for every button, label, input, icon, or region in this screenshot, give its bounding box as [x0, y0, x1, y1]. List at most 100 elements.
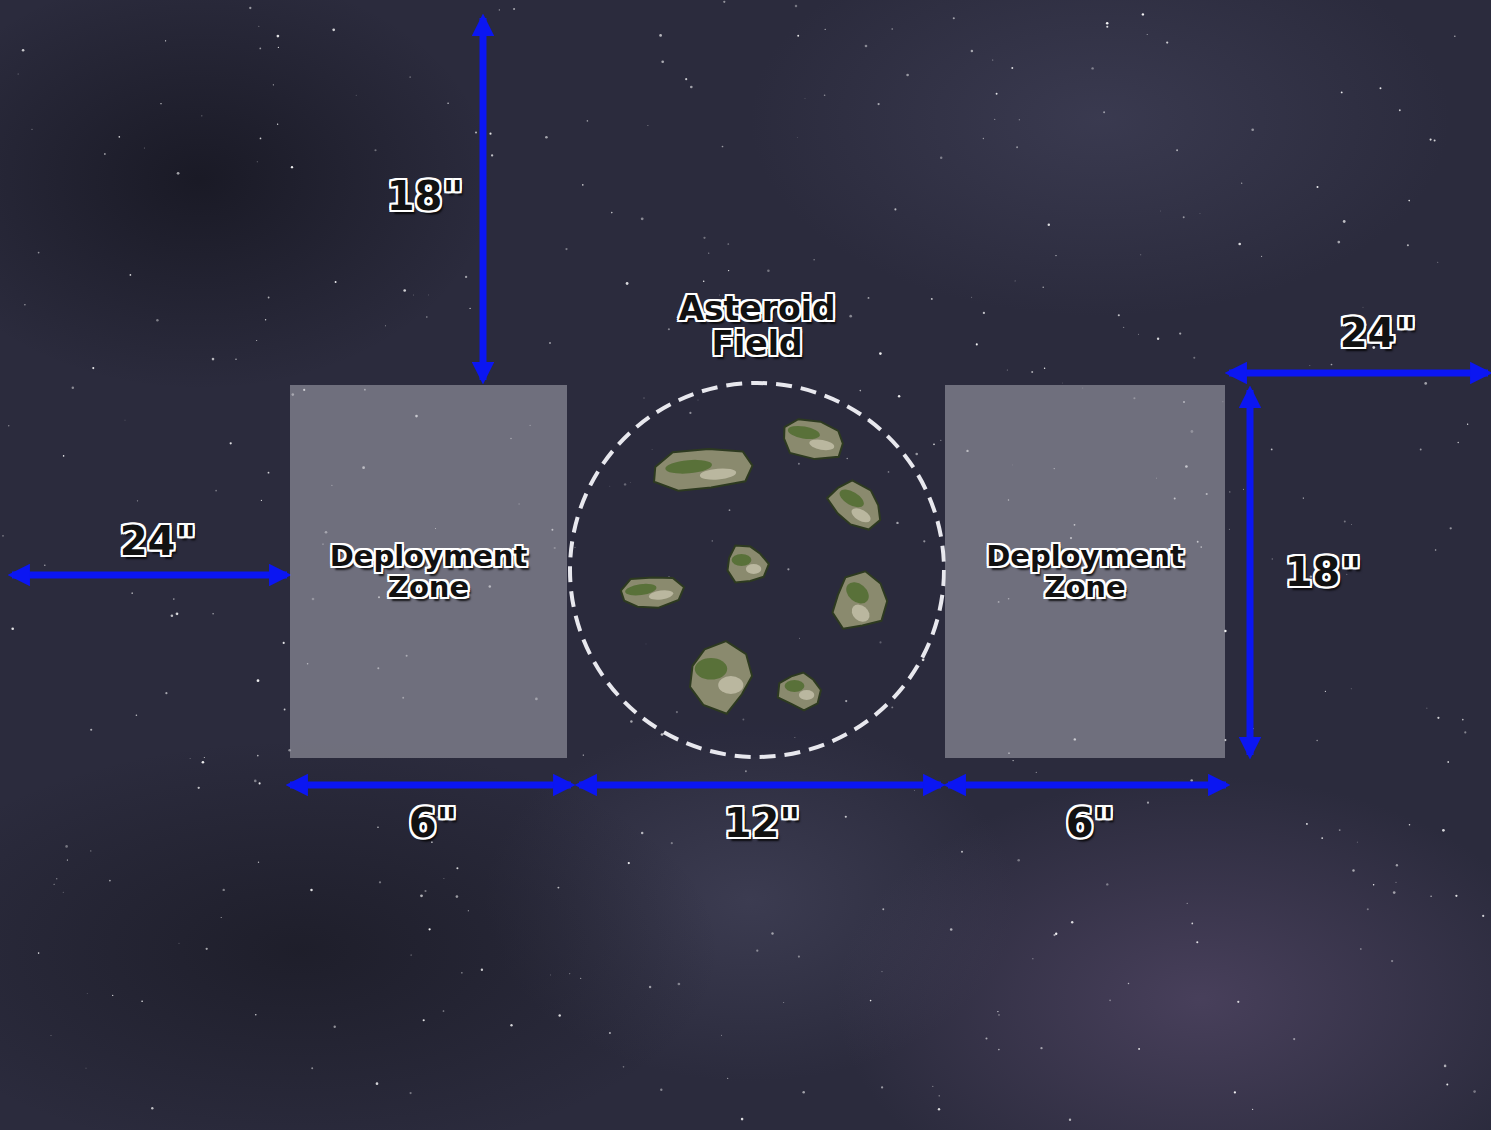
star: [177, 172, 180, 175]
star: [1261, 256, 1262, 257]
star: [878, 103, 880, 105]
star: [1019, 119, 1020, 120]
asteroid: [652, 445, 755, 493]
star: [1408, 200, 1410, 202]
star: [423, 1019, 425, 1021]
star: [1442, 829, 1445, 832]
star: [1339, 829, 1341, 831]
asteroid: [780, 416, 846, 464]
star: [1467, 424, 1468, 425]
star: [374, 149, 376, 151]
star: [137, 500, 138, 501]
star: [118, 136, 120, 138]
star: [668, 328, 670, 330]
star: [1437, 717, 1439, 719]
star: [1011, 67, 1013, 69]
star: [410, 1092, 412, 1094]
star: [56, 878, 57, 879]
star: [426, 316, 428, 318]
star: [1118, 314, 1120, 316]
star: [85, 1067, 87, 1069]
star: [254, 780, 257, 783]
star: [1238, 243, 1241, 246]
star: [756, 950, 758, 952]
star: [849, 315, 852, 318]
star: [260, 138, 262, 140]
zone-label: Deployment Zone: [945, 541, 1225, 602]
star: [582, 184, 584, 186]
star: [824, 94, 826, 96]
star: [221, 917, 222, 918]
star: [1435, 549, 1437, 551]
dimension-arrow: [948, 782, 1226, 789]
star: [868, 297, 870, 299]
star: [1091, 67, 1093, 69]
star: [938, 1108, 940, 1110]
star: [723, 1, 725, 3]
star: [1331, 364, 1333, 366]
star: [1391, 960, 1393, 962]
star: [124, 419, 126, 421]
star: [1123, 327, 1124, 328]
star: [545, 136, 548, 139]
star: [940, 440, 941, 441]
star: [1407, 244, 1409, 246]
star: [1420, 449, 1422, 451]
dimension-arrow: [290, 782, 571, 789]
star: [377, 827, 378, 828]
star: [130, 274, 132, 276]
field-boundary: [570, 383, 944, 757]
star: [90, 729, 92, 731]
star: [1237, 1001, 1239, 1003]
star: [1228, 528, 1230, 530]
star: [845, 816, 847, 818]
star: [1032, 958, 1033, 959]
star: [932, 1086, 933, 1087]
star: [783, 1002, 784, 1003]
star: [379, 881, 381, 883]
star: [109, 880, 111, 882]
star: [268, 472, 270, 474]
star: [953, 17, 955, 19]
star: [1234, 1091, 1236, 1093]
star: [678, 983, 681, 986]
star: [914, 789, 916, 791]
star: [1380, 87, 1382, 89]
star: [1140, 254, 1141, 255]
star: [424, 890, 426, 892]
asteroid: [819, 564, 899, 645]
star: [332, 28, 335, 31]
star: [257, 161, 258, 162]
dimension-arrow: [1229, 370, 1488, 377]
star: [745, 770, 747, 772]
star: [1147, 34, 1148, 35]
star: [1042, 286, 1044, 288]
star: [376, 1082, 379, 1085]
star: [939, 1095, 940, 1096]
star: [1454, 35, 1456, 37]
star: [131, 592, 133, 594]
star: [1373, 884, 1375, 886]
star: [824, 29, 825, 30]
star: [1482, 915, 1484, 917]
star: [741, 1118, 744, 1121]
star: [273, 84, 274, 85]
star: [1321, 837, 1323, 839]
star: [456, 895, 459, 898]
star: [727, 243, 729, 245]
star: [22, 49, 25, 52]
star: [1362, 306, 1364, 308]
star: [277, 35, 280, 38]
dimension-label: 6": [1066, 802, 1115, 844]
star: [44, 564, 46, 566]
star: [1337, 241, 1340, 244]
star: [798, 956, 800, 958]
star: [257, 755, 259, 757]
star: [235, 358, 237, 360]
star: [259, 48, 261, 50]
dimension-label: 24": [120, 520, 197, 562]
star: [136, 715, 138, 717]
star: [177, 613, 178, 614]
star: [420, 894, 423, 897]
star: [165, 692, 167, 694]
